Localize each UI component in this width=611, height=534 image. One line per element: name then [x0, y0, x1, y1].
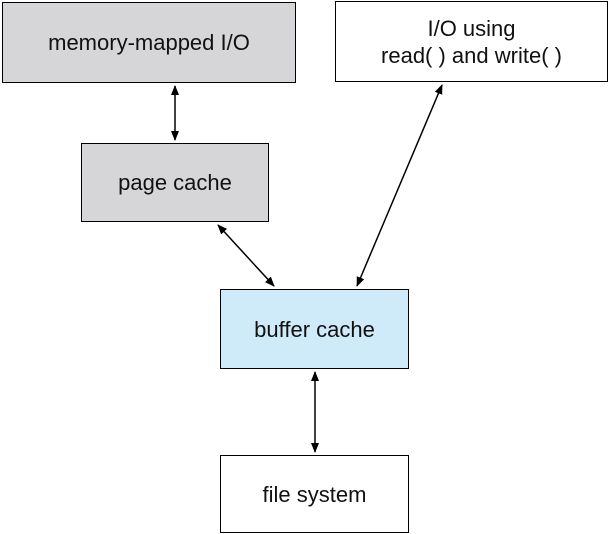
- buffer-cache-box: buffer cache: [220, 289, 409, 369]
- memory-mapped-io-label: memory-mapped I/O: [48, 30, 250, 55]
- read-write-io-label-line1: I/O using: [427, 15, 516, 41]
- page-cache-label: page cache: [118, 170, 232, 195]
- arrow-rw-buffer: [356, 84, 443, 287]
- page-cache-box: page cache: [81, 143, 269, 222]
- arrow-page-buffer: [217, 224, 275, 287]
- buffer-cache-label: buffer cache: [254, 316, 375, 342]
- file-system-box: file system: [220, 455, 409, 533]
- read-write-io-box: I/O using read( ) and write( ): [335, 1, 608, 82]
- memory-mapped-io-box: memory-mapped I/O: [2, 2, 296, 83]
- file-system-label: file system: [262, 481, 367, 507]
- read-write-io-label-line2: read( ) and write( ): [381, 42, 562, 68]
